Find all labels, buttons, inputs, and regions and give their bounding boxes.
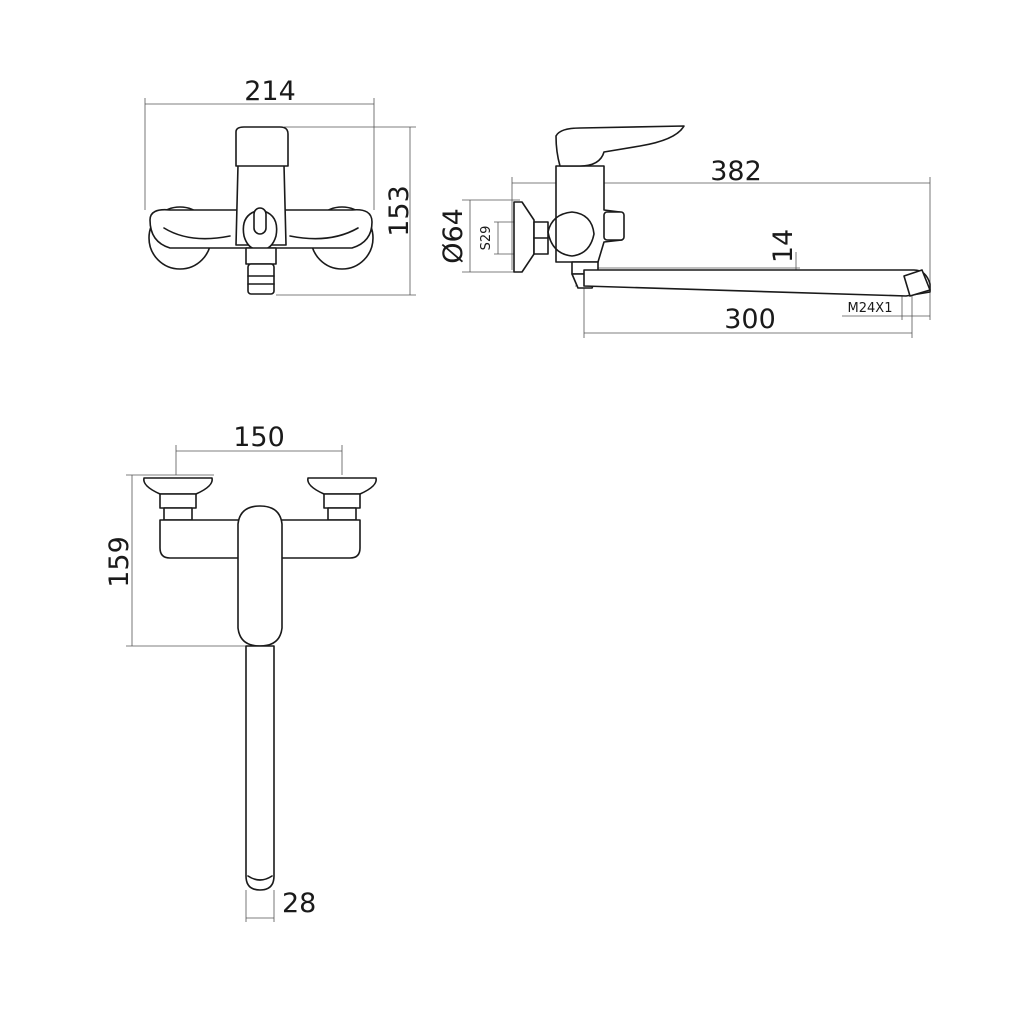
dim-side-length: 382: [710, 156, 762, 187]
dim-front-width: 214: [244, 76, 296, 107]
dim-thread: M24X1: [848, 301, 893, 316]
top-view: 150 159 28: [104, 422, 377, 922]
dim-top-height: 159: [104, 536, 135, 588]
front-view: 214 153: [144, 76, 416, 296]
dim-spout-reach: 300: [724, 304, 776, 335]
dim-spout-width: 28: [282, 888, 316, 919]
dim-front-height: 153: [384, 185, 415, 237]
dim-nut-size: S29: [479, 226, 494, 251]
dim-flange-diameter: Ø64: [438, 208, 469, 264]
dim-spout-height: 14: [768, 229, 799, 263]
side-view: 382 Ø64 S29 14 300 M24X1: [438, 125, 931, 338]
dim-centers: 150: [233, 422, 285, 453]
